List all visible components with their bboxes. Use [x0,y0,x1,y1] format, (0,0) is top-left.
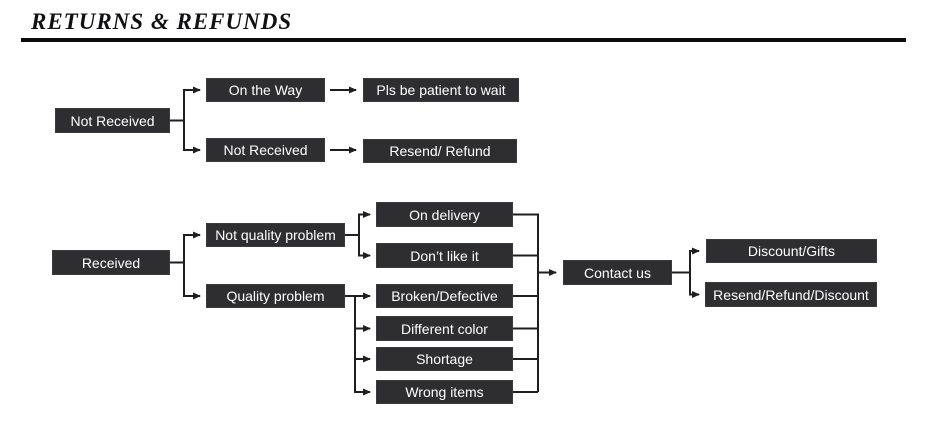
node-broken-defective: Broken/Defective [376,284,513,308]
connector-reasons-converge [513,213,539,393]
node-resend-refund: Resend/ Refund [363,139,517,163]
connector-not-received-branch [170,89,185,151]
node-on-delivery: On delivery [376,202,513,227]
node-discount-gifts: Discount/Gifts [706,239,877,263]
node-not-quality-problem: Not quality problem [206,223,345,247]
title-underline [21,38,906,42]
node-received-root: Received [52,250,170,275]
node-resend-refund-discount: Resend/Refund/Discount [705,282,877,307]
connector-received-branch [170,234,185,297]
connector-quality-branch [345,295,356,393]
connector-contact-branch [672,250,691,296]
page-title: RETURNS & REFUNDS [31,9,293,34]
node-not-received-root: Not Received [55,108,170,133]
node-not-received: Not Received [206,138,325,162]
node-shortage: Shortage [376,347,513,371]
node-pls-be-patient: Pls be patient to wait [363,78,519,102]
node-different-color: Different color [376,316,513,341]
node-on-the-way: On the Way [206,78,325,102]
node-wrong-items: Wrong items [376,380,513,404]
node-contact-us: Contact us [563,260,672,285]
node-dont-like-it: Don’t like it [376,243,513,268]
connector-not-quality-branch [345,213,360,257]
node-quality-problem: Quality problem [206,284,345,308]
